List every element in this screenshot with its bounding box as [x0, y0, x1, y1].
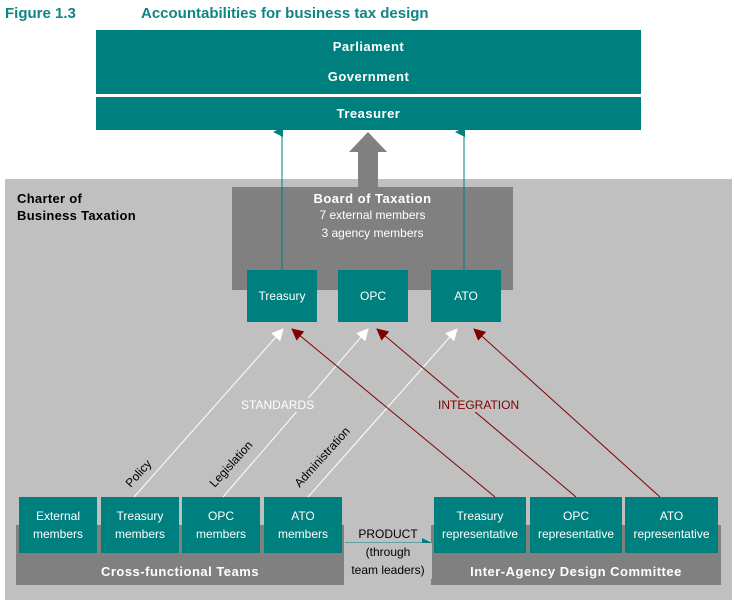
cross-functional-title: Cross-functional Teams [100, 564, 260, 579]
integration-treasury-arrow [291, 328, 496, 498]
charter-line2: Business Taxation [17, 208, 137, 223]
product-line3: team leaders) [344, 561, 432, 579]
integration-label: INTEGRATION [437, 398, 521, 412]
rep-line2: representative [441, 527, 519, 541]
inter-agency-title: Inter-Agency Design Committee [470, 564, 682, 579]
rep-line1: ATO [659, 509, 684, 523]
figure-label: Figure 1.3 [5, 5, 76, 22]
board-agency-opc: OPC [338, 270, 408, 322]
government-label: Government [327, 69, 410, 84]
rep-ato: ATO representative [625, 497, 718, 553]
rep-treasury: Treasury representative [434, 497, 526, 553]
administration-arrow [307, 328, 458, 498]
rep-line2: representative [633, 527, 710, 541]
member-line1: External [35, 509, 80, 523]
product-label: PRODUCT (through team leaders) [344, 525, 432, 579]
member-treasury: Treasury members [101, 497, 179, 553]
board-title: Board of Taxation [313, 191, 432, 206]
board-agency-ato: ATO [431, 270, 501, 322]
parliament-label: Parliament [332, 39, 405, 54]
product-line2: (through [344, 543, 432, 561]
member-ato: ATO members [264, 497, 342, 553]
rep-line1: OPC [562, 509, 589, 523]
integration-opc-arrow [376, 328, 577, 498]
treasurer-box: Treasurer [96, 97, 641, 130]
board-line1: 7 external members [319, 208, 426, 222]
board-line2: 3 agency members [321, 226, 424, 240]
rep-line1: Treasury [456, 509, 504, 523]
member-opc: OPC members [182, 497, 260, 553]
rep-line2: representative [537, 527, 615, 541]
rep-opc: OPC representative [530, 497, 622, 553]
member-line2: members [195, 527, 246, 541]
charter-label: Charter of Business Taxation [17, 190, 136, 224]
member-external: External members [19, 497, 97, 553]
member-line1: ATO [291, 509, 315, 523]
parliament-government-box: Parliament Government [96, 30, 641, 94]
product-line1: PRODUCT [358, 527, 418, 541]
figure-title: Accountabilities for business tax design [141, 5, 429, 22]
integration-ato-arrow [473, 328, 661, 498]
member-line1: OPC [207, 509, 234, 523]
charter-line1: Charter of [17, 191, 83, 206]
member-line2: members [114, 527, 165, 541]
legislation-arrow [222, 328, 369, 498]
member-line1: Treasury [116, 509, 164, 523]
member-line2: members [277, 527, 328, 541]
policy-arrow [133, 328, 284, 498]
board-agency-treasury: Treasury [247, 270, 317, 322]
member-line2: members [32, 527, 83, 541]
standards-label: STANDARDS [240, 398, 316, 412]
